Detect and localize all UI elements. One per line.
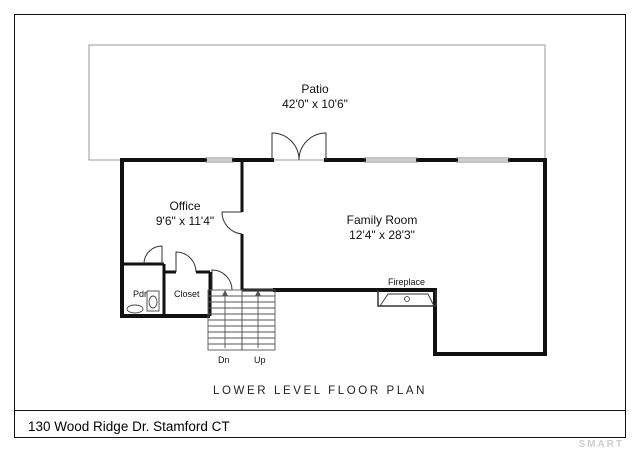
exterior-walls: [120, 158, 547, 356]
family-room-name: Family Room: [346, 213, 418, 227]
family-room-label: Family Room 12'4" x 28'3": [322, 213, 442, 243]
stairs-up-label: Up: [254, 355, 266, 365]
interior-doors: [143, 211, 243, 291]
closet-label: Closet: [174, 289, 200, 299]
powder-fixtures: [126, 290, 160, 314]
stair-arrows: [222, 290, 261, 296]
patio-name: Patio: [301, 82, 329, 96]
property-address: 130 Wood Ridge Dr. Stamford CT: [28, 419, 230, 434]
windows: [205, 157, 510, 163]
stairs: [207, 289, 276, 351]
office-label: Office 9'6" x 11'4": [135, 199, 235, 229]
office-name: Office: [169, 199, 201, 213]
powder-room-label: Pdr: [133, 289, 148, 299]
office-dims: 9'6" x 11'4": [155, 214, 215, 228]
plan-title: LOWER LEVEL FLOOR PLAN: [213, 385, 427, 397]
family-room-dims: 12'4" x 28'3": [349, 228, 415, 242]
stairs-down-label: Dn: [218, 355, 230, 365]
fireplace-label: Fireplace: [388, 277, 426, 287]
outer-frame: [14, 14, 626, 438]
patio-dims: 42'0" x 10'6": [282, 97, 348, 111]
fireplace-symbol: [377, 290, 437, 307]
patio-label: Patio 42'0" x 10'6": [255, 82, 375, 112]
patio-door: [271, 132, 327, 161]
brand-watermark: SMART: [578, 439, 624, 450]
footer-divider: [14, 410, 626, 411]
patio-outline: [88, 44, 546, 161]
